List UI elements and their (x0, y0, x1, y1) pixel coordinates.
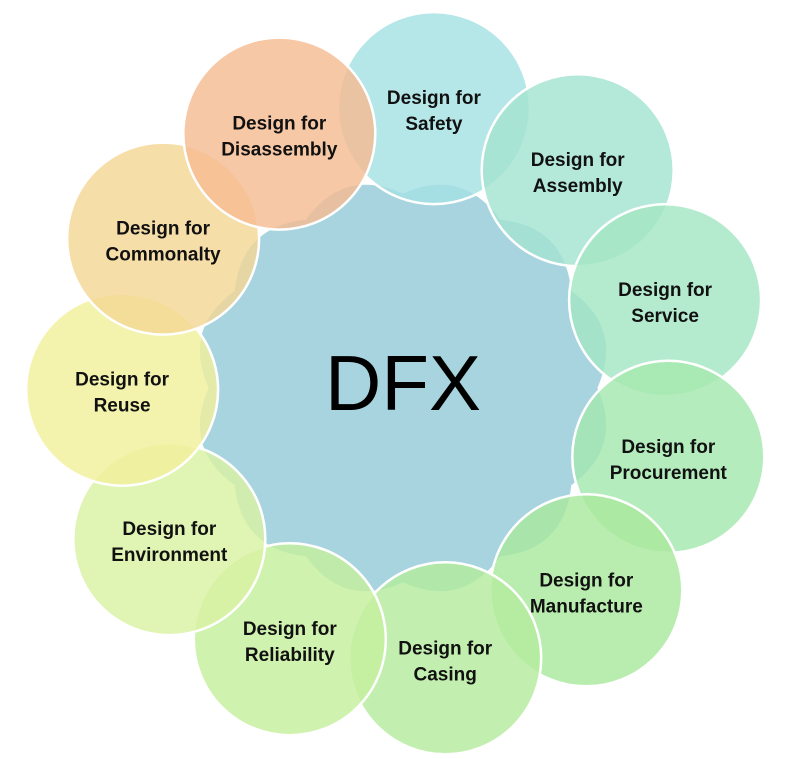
petal-label-line2: Environment (111, 545, 228, 566)
petal-label-line2: Reliability (245, 645, 335, 666)
petal-circles (24, 10, 766, 756)
petal-label-line2: Assembly (533, 176, 623, 197)
petal-label-line1: Design for (243, 619, 338, 640)
petal-label-line1: Design for (618, 280, 713, 301)
petal-label-line2: Manufacture (530, 596, 643, 617)
petal-label-line2: Safety (405, 114, 462, 135)
petal-label-line1: Design for (398, 638, 493, 659)
petal-label-line1: Design for (232, 114, 327, 135)
petal-label-line1: Design for (75, 370, 170, 391)
center-hub: DFX (196, 181, 610, 595)
petal-label-line1: Design for (122, 519, 217, 540)
petal-circle-disassembly (182, 36, 377, 231)
petal-label-line2: Commonalty (106, 245, 222, 266)
petal-label-line2: Reuse (94, 396, 151, 417)
petal-label-line2: Casing (414, 664, 477, 685)
petal-label-line2: Disassembly (221, 140, 338, 161)
petal-label-line1: Design for (621, 437, 716, 458)
petal-label-line1: Design for (539, 570, 634, 591)
petal-label-line2: Procurement (610, 463, 728, 484)
petal-label-line1: Design for (531, 150, 626, 171)
center-label: DFX (325, 339, 481, 427)
petal-label-line1: Design for (387, 88, 482, 109)
petal-label-line2: Service (631, 306, 699, 327)
petal-label-line1: Design for (116, 219, 211, 240)
